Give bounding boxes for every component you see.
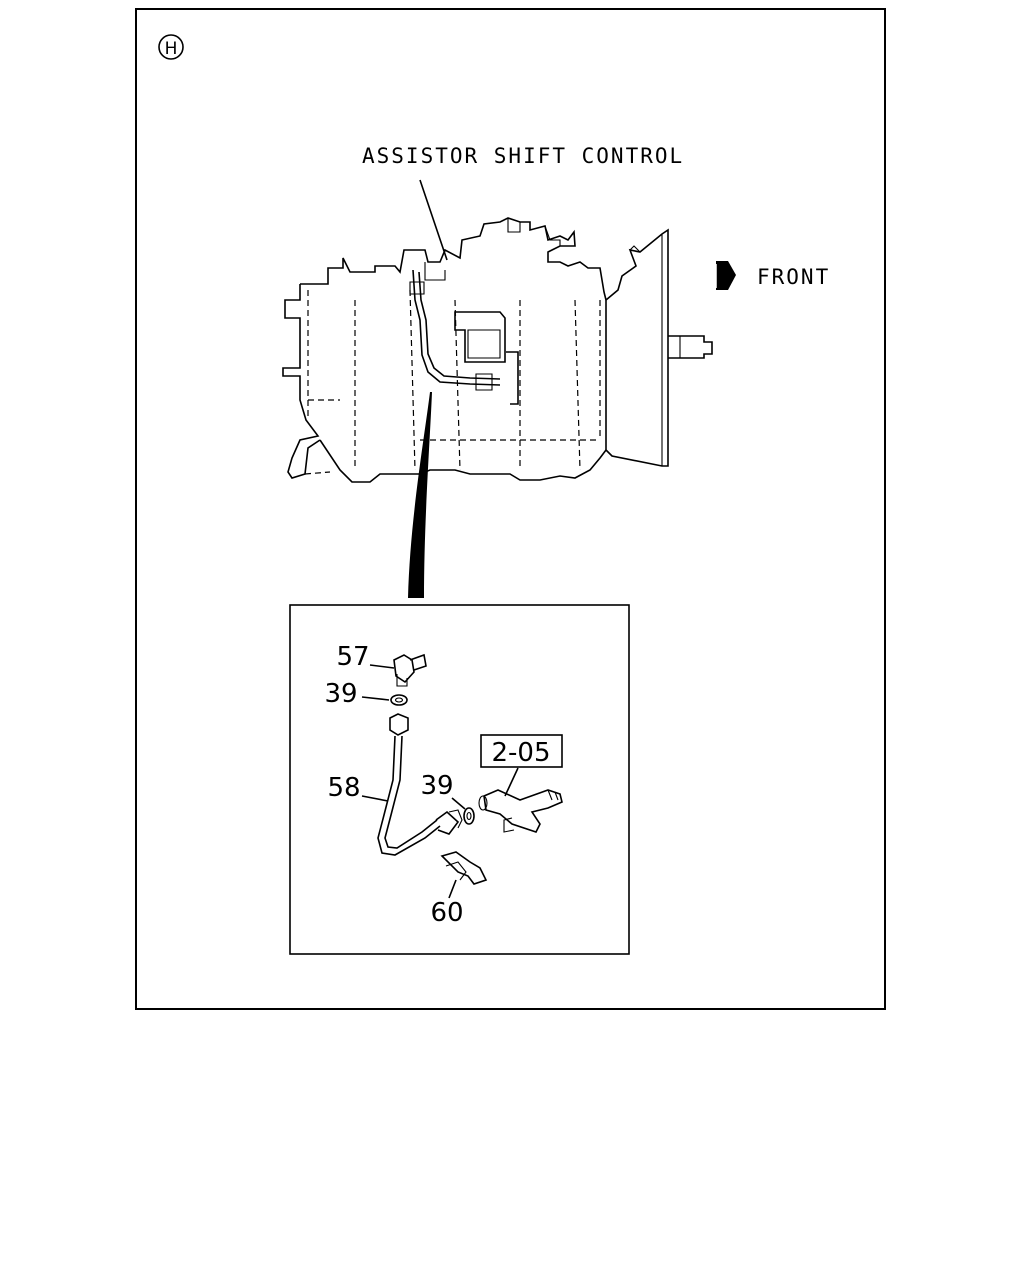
part-39-washer-top — [390, 694, 408, 706]
part-2-05-tee-fitting — [478, 789, 563, 833]
part-57-elbow-fitting — [393, 653, 427, 687]
part-label-39-top: 39 — [324, 679, 357, 709]
detail-box — [289, 604, 630, 955]
part-label-39-mid: 39 — [420, 771, 453, 801]
view-marker: H — [158, 34, 184, 60]
leader-57 — [369, 664, 395, 669]
diagram-frame — [135, 8, 886, 1010]
transmission-assembly-drawing — [282, 217, 713, 483]
leader-60 — [448, 879, 457, 899]
leader-39-top — [361, 696, 390, 701]
part-60-clip — [440, 851, 488, 885]
detail-pointer — [408, 392, 432, 598]
view-marker-letter: H — [165, 39, 178, 59]
leader-39-mid — [451, 797, 466, 810]
part-58-pipe — [377, 713, 463, 856]
leader-58 — [361, 795, 389, 802]
part-label-60: 60 — [430, 898, 463, 928]
part-label-57: 57 — [336, 642, 369, 672]
callout-leader-line — [419, 179, 448, 261]
leader-2-05 — [504, 767, 519, 797]
part-39-washer-mid — [463, 807, 475, 825]
part-label-2-05: 2-05 — [491, 738, 550, 768]
front-arrow-icon — [715, 261, 736, 290]
part-label-58: 58 — [327, 773, 360, 803]
direction-label: FRONT — [757, 265, 830, 289]
callout-label: ASSISTOR SHIFT CONTROL — [362, 144, 684, 168]
part-box-2-05 — [480, 734, 563, 768]
